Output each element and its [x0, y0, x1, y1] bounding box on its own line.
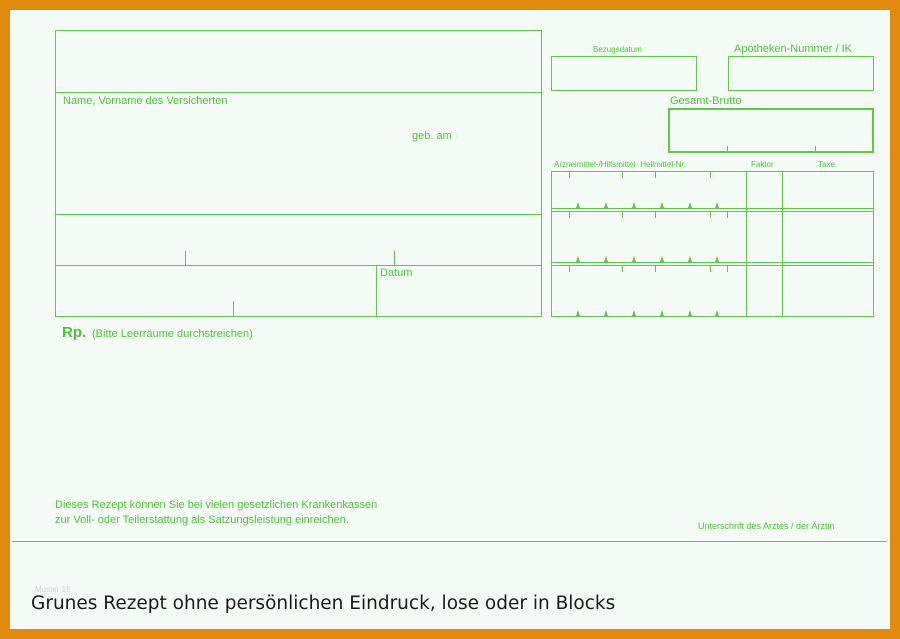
dob-label: geb. am: [412, 130, 452, 142]
pharmacy-number-label: Apotheken-Nummer / IK: [734, 43, 852, 55]
field-tick: [394, 251, 395, 265]
digit-tick: [655, 266, 656, 272]
position-marker: [660, 202, 664, 208]
bottom-rule: [12, 541, 887, 542]
digit-tick: [727, 212, 728, 218]
field-tick: [815, 146, 816, 152]
rp-label: Rp.: [62, 324, 87, 341]
notice-line: zur Voll- oder Teilerstattung als Satzun…: [55, 514, 349, 526]
position-marker: [576, 202, 580, 208]
grid-column-divider: [782, 171, 783, 316]
fee-label: Taxe: [818, 160, 835, 169]
total-gross-label: Gesamt-Brutto: [670, 95, 742, 107]
field-tick: [727, 146, 728, 152]
notice-line: Dieses Rezept können Sie bei vielen gese…: [55, 499, 378, 511]
divider-line: [55, 214, 542, 215]
position-marker: [576, 310, 580, 316]
rp-hint: (Bitte Leerräume durchstreichen): [92, 328, 253, 340]
position-marker: [715, 310, 719, 316]
digit-tick: [655, 212, 656, 218]
position-marker: [715, 202, 719, 208]
position-marker: [604, 202, 608, 208]
prescription-form: Name, Vorname des Versicherten geb. am D…: [10, 10, 890, 629]
digit-tick: [710, 212, 711, 218]
pharmacy-number-field[interactable]: [728, 56, 874, 91]
digit-tick: [569, 172, 570, 178]
signature-label: Unterschrift des Arztes / der Ärztin: [698, 521, 835, 531]
digit-tick: [710, 266, 711, 272]
grid-row-divider: [551, 211, 874, 212]
position-marker: [632, 202, 636, 208]
date-label: Datum: [380, 267, 413, 279]
position-marker: [660, 310, 664, 316]
position-marker: [688, 202, 692, 208]
position-marker: [632, 256, 636, 262]
issue-date-field[interactable]: [551, 56, 697, 91]
insured-name-label: Name, Vorname des Versicherten: [63, 95, 228, 107]
digit-tick: [622, 212, 623, 218]
position-marker: [604, 256, 608, 262]
item-number-label: Arzneimittel-/Hilfsmittel- Heilmittel-Nr…: [554, 160, 687, 169]
issue-date-label: Bezugsdatum: [593, 45, 642, 54]
position-marker: [688, 256, 692, 262]
grid-row-divider: [551, 262, 874, 263]
field-tick: [185, 251, 186, 265]
position-marker: [632, 310, 636, 316]
divider-line: [55, 265, 542, 266]
position-marker: [660, 256, 664, 262]
item-grid: [551, 171, 874, 317]
grid-row-divider: [551, 208, 874, 209]
faint-form-number: Muster 16: [35, 585, 71, 594]
patient-data-box: [55, 30, 542, 317]
divider-line: [55, 92, 542, 93]
divider-line: [376, 265, 377, 316]
grid-row-divider: [551, 265, 874, 266]
digit-tick: [622, 172, 623, 178]
digit-tick: [710, 172, 711, 178]
digit-tick: [569, 212, 570, 218]
digit-tick: [727, 266, 728, 272]
position-marker: [688, 310, 692, 316]
position-marker: [576, 256, 580, 262]
digit-tick: [622, 266, 623, 272]
image-caption: Grunes Rezept ohne persönlichen Eindruck…: [31, 593, 616, 614]
field-tick: [233, 301, 234, 316]
grid-column-divider: [746, 171, 747, 316]
total-gross-field[interactable]: [668, 108, 874, 153]
digit-tick: [655, 172, 656, 178]
position-marker: [715, 256, 719, 262]
position-marker: [604, 310, 608, 316]
factor-label: Faktor: [751, 160, 774, 169]
digit-tick: [569, 266, 570, 272]
